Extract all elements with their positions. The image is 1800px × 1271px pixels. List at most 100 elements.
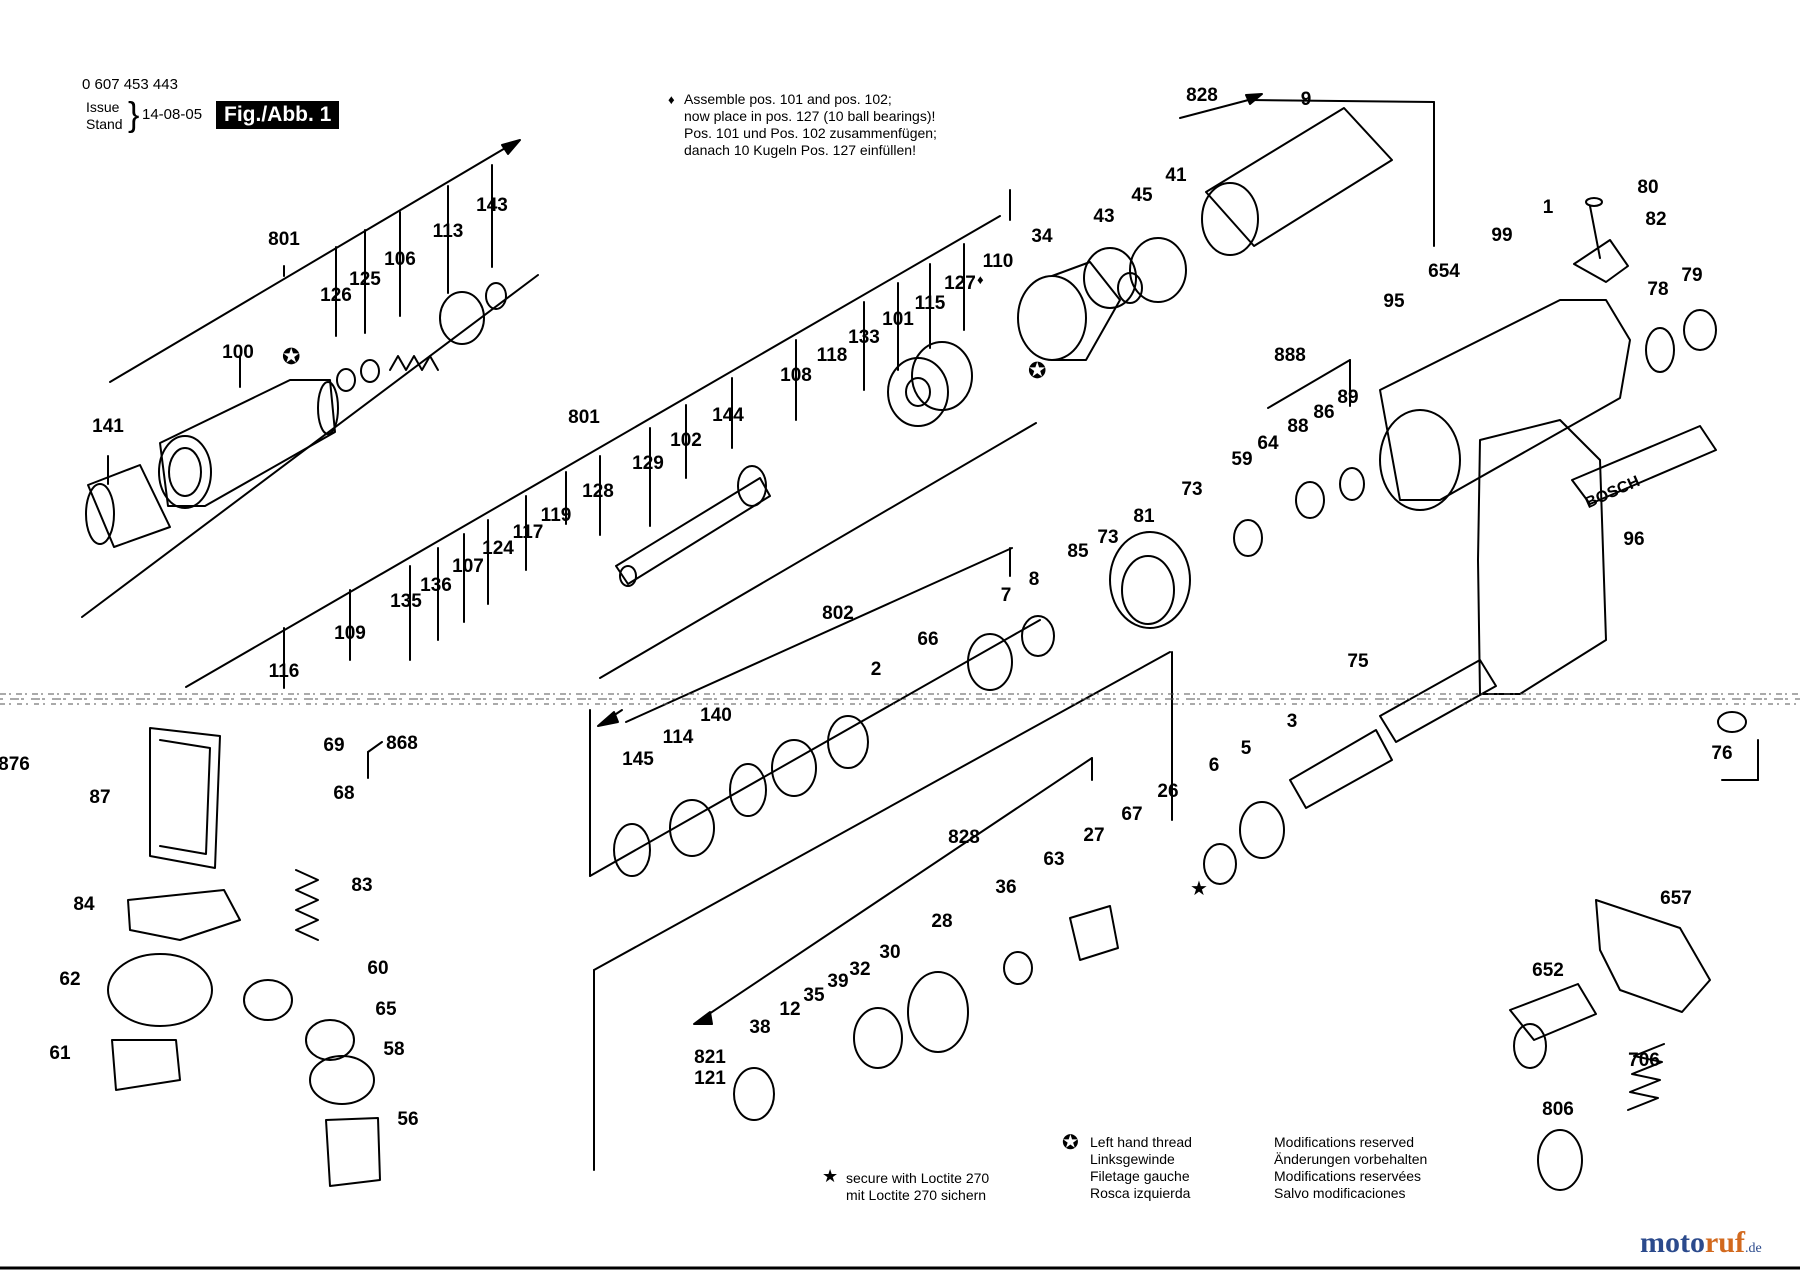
- part-label: 7: [1000, 585, 1012, 606]
- part-label: 39: [827, 971, 849, 992]
- diamond-marker: ♦: [977, 272, 984, 287]
- part-label: 116: [268, 661, 300, 682]
- legend-line: Left hand thread: [1090, 1134, 1192, 1150]
- part-34-bearing-housing: [1017, 261, 1121, 361]
- part-label: 100: [222, 342, 254, 363]
- part-label: 876: [0, 754, 30, 775]
- part-1-housing: [1379, 299, 1631, 695]
- part-label: 63: [1043, 849, 1065, 870]
- part-label: 59: [1231, 449, 1253, 470]
- part-label: 657: [1660, 888, 1692, 909]
- part-label: 87: [89, 787, 111, 808]
- small-rings-top-left: [336, 282, 507, 392]
- part-label: 88: [1287, 416, 1309, 437]
- part-79-plug: [1683, 309, 1717, 351]
- part-label: 102: [670, 430, 702, 451]
- part-label: 75: [1347, 651, 1369, 672]
- part-label: 121: [694, 1068, 726, 1089]
- part-label: 821: [694, 1047, 726, 1068]
- part-label: 27: [1083, 825, 1105, 846]
- legend-line: Filetage gauche: [1090, 1168, 1190, 1184]
- part-label: 6: [1208, 755, 1220, 776]
- part-101-cage: [887, 341, 973, 427]
- part-label: 141: [92, 416, 124, 437]
- modifications-legend: Modifications reserved Änderungen vorbeh…: [1274, 1134, 1427, 1202]
- legend-line: Linksgewinde: [1090, 1151, 1175, 1167]
- part-96-label: [1571, 425, 1717, 505]
- part-82-clip: [1573, 239, 1629, 283]
- part-9-cylinder: [1083, 107, 1393, 309]
- part-label: 828: [948, 827, 980, 848]
- part-label: 34: [1031, 226, 1053, 247]
- part-label: 114: [662, 727, 694, 748]
- part-label: 65: [375, 999, 397, 1020]
- part-87-block: [149, 727, 221, 869]
- part-label: 30: [879, 942, 901, 963]
- part-label: 119: [540, 505, 572, 526]
- part-657: [1595, 899, 1711, 1013]
- part-label: 113: [432, 221, 464, 242]
- part-label: 136: [420, 575, 452, 596]
- legend-line: Rosca izquierda: [1090, 1185, 1191, 1201]
- part-label: 9: [1300, 89, 1312, 110]
- part-label: 86: [1313, 402, 1335, 423]
- loctite-star-icon: ★: [822, 1166, 839, 1186]
- left-thread-marker: ✪: [1028, 358, 1047, 383]
- loctite-marker: ★: [1190, 878, 1208, 900]
- part-label: 69: [323, 735, 345, 756]
- part-label: 43: [1093, 206, 1115, 227]
- part-label: 61: [49, 1043, 71, 1064]
- part-label: 81: [1133, 506, 1155, 527]
- group-801-frame: [81, 139, 539, 618]
- part-label: 143: [476, 195, 508, 216]
- legend-line: Salvo modificaciones: [1274, 1185, 1406, 1201]
- assembly-note-line: Pos. 101 und Pos. 102 zusammenfügen;: [684, 125, 937, 141]
- part-label: 8: [1028, 569, 1040, 590]
- part-102-shaft: [615, 465, 771, 587]
- left-thread-marker: ✪: [282, 344, 301, 369]
- part-label: 117: [512, 522, 544, 543]
- part-80-screw: [1585, 197, 1603, 259]
- part-label: 64: [1257, 433, 1279, 454]
- part-label: 45: [1131, 185, 1153, 206]
- part-label: 125: [349, 269, 381, 290]
- part-label: 118: [816, 345, 848, 366]
- part-78-ring: [1645, 327, 1675, 373]
- part-label: 80: [1637, 177, 1659, 198]
- part-label: 38: [749, 1017, 771, 1038]
- part-label: 26: [1157, 781, 1179, 802]
- part-label: 145: [622, 749, 654, 770]
- assembly-note: ♦ Assemble pos. 101 and pos. 102; now pl…: [668, 91, 937, 159]
- legend-line: mit Loctite 270 sichern: [846, 1187, 987, 1203]
- part-141-sleeve: [85, 464, 171, 548]
- part-label: 12: [779, 999, 801, 1020]
- part-label: 66: [917, 629, 939, 650]
- part-label: 82: [1645, 209, 1667, 230]
- part-label: 802: [822, 603, 854, 624]
- legend-line: Modifications reservées: [1274, 1168, 1422, 1184]
- assembly-note-line: now place in pos. 127 (10 ball bearings)…: [684, 108, 936, 124]
- part-label: 73: [1097, 527, 1119, 548]
- part-label: 1: [1542, 197, 1554, 218]
- part-label: 140: [700, 705, 732, 726]
- part-label: 652: [1532, 960, 1564, 981]
- part-label: 32: [849, 959, 871, 980]
- issue-label: Issue: [86, 99, 120, 115]
- part-label: 67: [1121, 804, 1143, 825]
- scan-artifact-band: [0, 693, 1800, 705]
- part-label: 76: [1711, 743, 1733, 764]
- stand-label: Stand: [86, 116, 123, 132]
- part-label: 99: [1491, 225, 1513, 246]
- part-label: 706: [1628, 1050, 1660, 1071]
- part-label: 101: [882, 309, 914, 330]
- part-label: 654: [1428, 261, 1460, 282]
- part-label: 78: [1647, 279, 1669, 300]
- part-label: 84: [73, 894, 95, 915]
- part-label: 135: [390, 591, 422, 612]
- part-label: 5: [1240, 738, 1252, 759]
- part-label: 115: [914, 293, 946, 314]
- part-label: 58: [383, 1039, 405, 1060]
- assembly-note-line: Assemble pos. 101 and pos. 102;: [684, 91, 892, 107]
- part-label: 129: [632, 453, 664, 474]
